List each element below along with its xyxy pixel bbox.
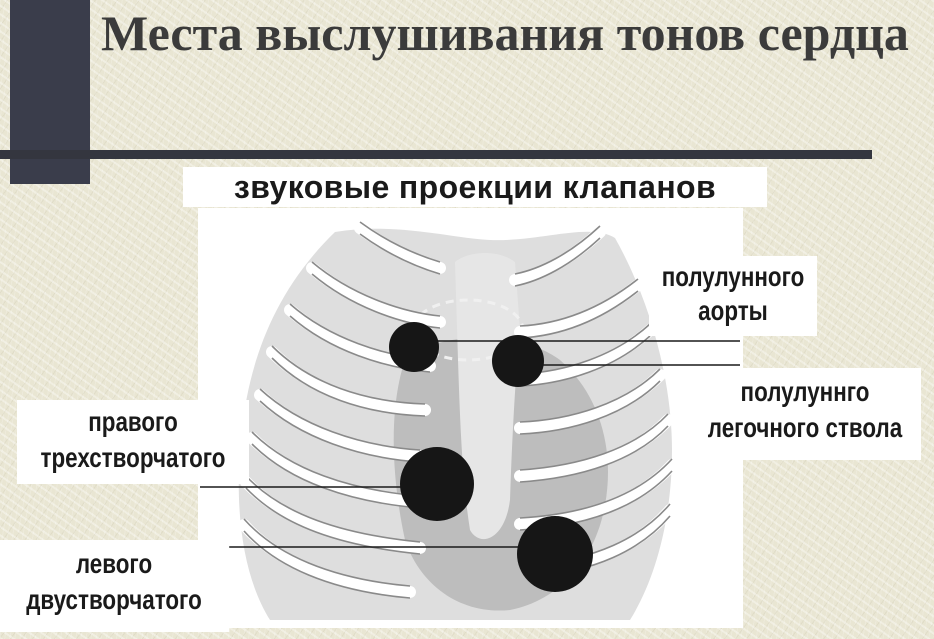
label-mitral-valve: левого двустворчатого [0, 540, 230, 632]
pulmonary-point-marker [492, 335, 544, 387]
label-aortic-line2: аорты [698, 295, 768, 326]
label-aortic-line1: полулунного [661, 261, 805, 292]
label-tricuspid-line2: трехстворчатого [40, 442, 226, 473]
mitral-point-marker [517, 516, 593, 592]
label-pulmonary-valve: полулуннго легочного ствола [689, 368, 921, 460]
label-mitral-line2: двустворчатого [26, 584, 202, 615]
diagram-subtitle: звуковые проекции клапанов [183, 167, 767, 207]
sternum [455, 253, 520, 540]
label-aortic-valve: полулунного аорты [649, 256, 817, 336]
slide-title: Места выслушивания тонов сердца [101, 5, 909, 61]
label-mitral-line1: левого [75, 548, 153, 579]
leader-lines [200, 340, 740, 548]
tricuspid-point-marker [400, 447, 474, 521]
valve-markers [389, 322, 593, 592]
label-pulmonary-line1: полулуннго [740, 376, 870, 407]
label-tricuspid-line1: правого [88, 406, 178, 437]
label-tricuspid-valve: правого трехстворчатого [17, 400, 249, 484]
left-ribs [238, 222, 446, 598]
label-pulmonary-line2: легочного ствола [707, 412, 903, 443]
aortic-point-marker [389, 322, 439, 372]
title-underline [0, 150, 872, 159]
right-rib-edges [514, 225, 673, 579]
